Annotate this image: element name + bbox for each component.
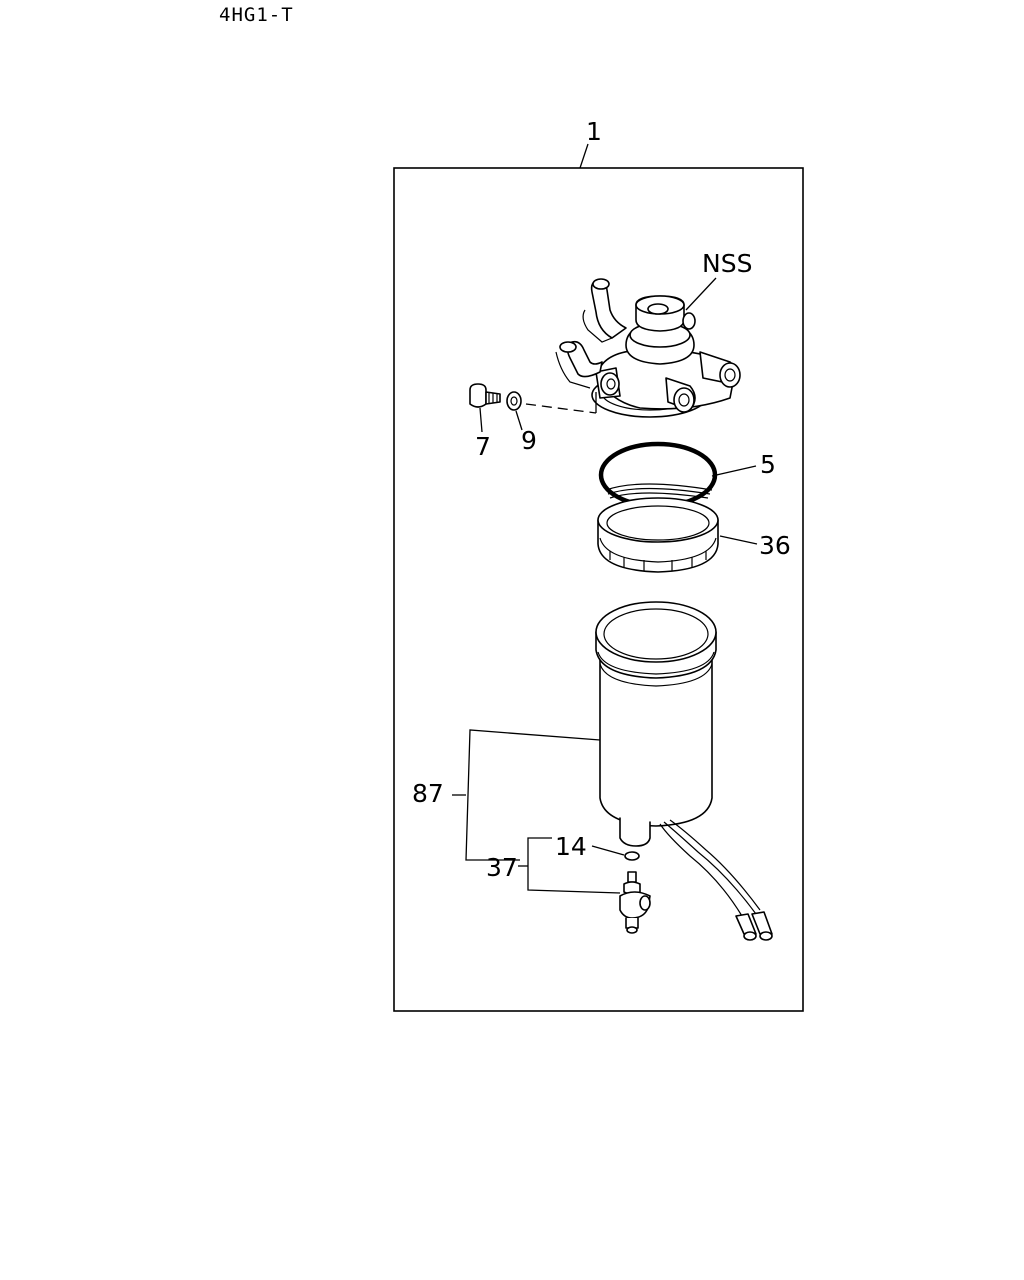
leader-sensor-kit xyxy=(527,837,621,894)
leader-assembly xyxy=(579,143,589,169)
small-o-ring xyxy=(624,851,640,861)
model-code: 4HG1-T xyxy=(219,4,294,26)
callout-head: NSS xyxy=(702,249,752,278)
dashed-axis xyxy=(525,403,597,414)
assembly-frame xyxy=(393,167,804,1012)
leader-filter-element xyxy=(465,729,601,861)
leader-head xyxy=(685,277,717,311)
filter-element xyxy=(595,601,773,941)
bleeder-bolt xyxy=(469,383,501,408)
ring-nut xyxy=(597,497,719,573)
callout-assembly: 1 xyxy=(586,117,602,146)
leader-ring-nut xyxy=(719,535,758,545)
washer xyxy=(506,391,522,411)
water-sensor xyxy=(619,871,651,934)
callout-filter-element: 87 xyxy=(412,779,444,808)
callout-ring-nut: 36 xyxy=(759,531,791,560)
callout-sensor-kit: 37 xyxy=(486,853,518,882)
leader-bolt xyxy=(479,407,483,433)
callout-small-o-ring: 14 xyxy=(555,832,587,861)
filter-head xyxy=(555,278,741,418)
leader-small-o-ring xyxy=(591,845,625,856)
o-ring xyxy=(598,441,718,509)
callout-washer: 9 xyxy=(521,426,537,455)
callout-bolt: 7 xyxy=(475,432,491,461)
leader-o-ring xyxy=(711,465,757,477)
callout-o-ring: 5 xyxy=(760,450,776,479)
leader-washer xyxy=(515,410,523,431)
